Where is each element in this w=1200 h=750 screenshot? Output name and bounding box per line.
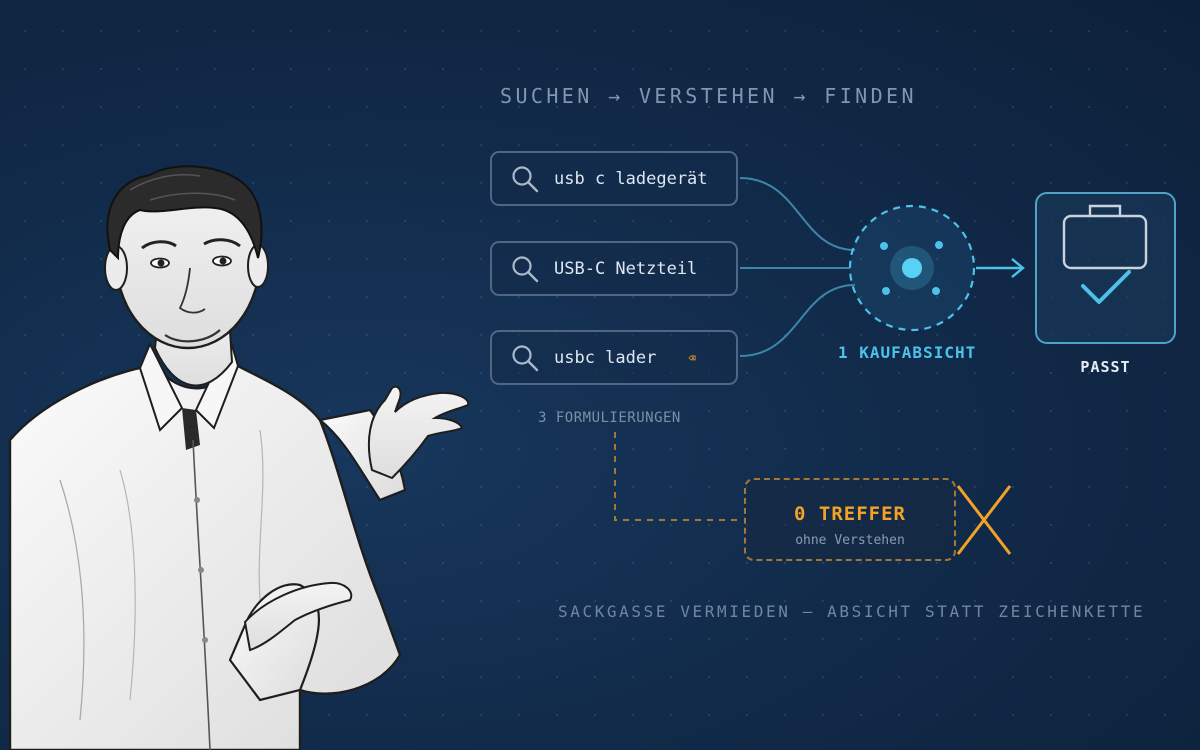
search-icon bbox=[512, 165, 539, 192]
queries-note: 3 FORMULIERUNGEN bbox=[538, 410, 681, 426]
search-icon bbox=[512, 255, 539, 282]
failure-subtitle: ohne Verstehen bbox=[795, 533, 905, 548]
x-mark-icon bbox=[956, 485, 1012, 555]
search-query-2: USB-C Netzteil bbox=[490, 241, 738, 296]
search-query-text: usbc lader bbox=[554, 347, 657, 368]
search-query-3: usbc lader ⌫ bbox=[490, 330, 738, 385]
process-heading: SUCHEN → VERSTEHEN → FINDEN bbox=[500, 84, 917, 108]
intent-label: 1 KAUFABSICHT bbox=[838, 343, 977, 362]
intent-hub-core bbox=[902, 258, 922, 278]
search-icon bbox=[512, 344, 539, 371]
search-query-text: usb c ladegerät bbox=[554, 168, 708, 189]
failure-connector bbox=[614, 432, 742, 521]
connector-query-1 bbox=[739, 177, 856, 251]
connector-query-3 bbox=[739, 284, 856, 357]
footer-tagline: SACKGASSE VERMIEDEN — ABSICHT STATT ZEIC… bbox=[558, 602, 1146, 621]
search-query-text: USB-C Netzteil bbox=[554, 258, 698, 279]
failure-box: 0 TREFFER ohne Verstehen bbox=[744, 478, 956, 561]
arrow-right-icon bbox=[976, 258, 1025, 278]
result-card bbox=[1035, 192, 1176, 344]
briefcase-check-icon bbox=[1062, 204, 1148, 304]
search-query-1: usb c ladegerät bbox=[490, 151, 738, 206]
failure-title: 0 TREFFER bbox=[794, 503, 906, 525]
presenter-illustration bbox=[8, 165, 470, 750]
backspace-icon: ⌫ bbox=[688, 350, 696, 365]
result-label: PASST bbox=[1080, 358, 1131, 376]
